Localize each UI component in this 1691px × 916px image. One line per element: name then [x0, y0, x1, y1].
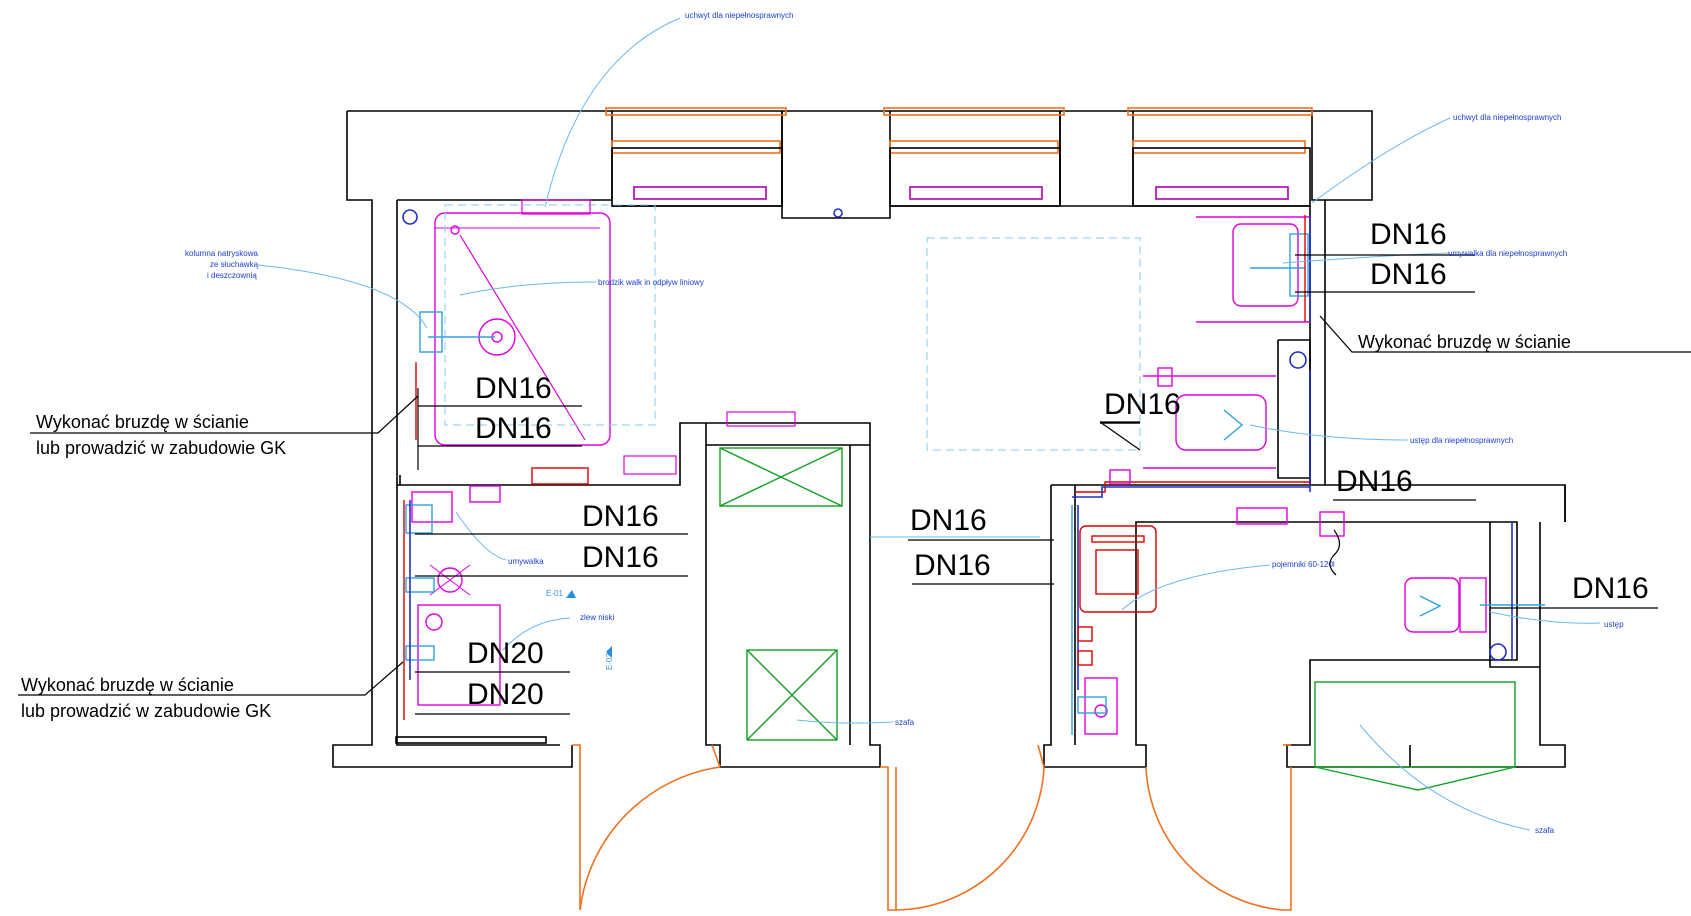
bruzda-note-bottom-1: Wykonać bruzdę w ścianie	[21, 675, 234, 695]
dn-label-11: DN16	[910, 504, 987, 537]
bruzda-note-bottom-2: lub prowadzić w zabudowie GK	[21, 701, 271, 721]
dn-label-3: DN16	[582, 500, 659, 533]
accessible-bathroom	[926, 215, 1311, 492]
waste-room	[1071, 469, 1545, 791]
notes: Wykonać bruzdę w ścianie lub prowadzić w…	[21, 332, 1571, 721]
dn-label-2: DN16	[475, 412, 552, 445]
label-pojemniki: pojemniki 60-120l	[1272, 560, 1335, 569]
dn-label-4: DN16	[582, 541, 659, 574]
bruzda-note-top-2: lub prowadzić w zabudowie GK	[36, 438, 286, 458]
windows	[605, 107, 1313, 218]
label-kolumna-1: kolumna natryskowa	[185, 249, 258, 258]
dn-label-5: DN16	[1104, 388, 1181, 421]
wardrobe-room	[719, 447, 843, 741]
utility-room	[403, 485, 612, 720]
bruzda-note-right: Wykonać bruzdę w ścianie	[1358, 332, 1571, 352]
label-e03: E-03	[605, 653, 614, 670]
dn-label-8: DN20	[467, 678, 544, 711]
dn-label-10: DN16	[1336, 465, 1413, 498]
label-ustep-niep: ustęp dla niepełnosprawnych	[1410, 436, 1513, 445]
label-kolumna-2: ze słuchawką	[210, 260, 259, 269]
label-umywalka-niep: umywalka dla niepełnosprawnych	[1448, 249, 1567, 258]
shower-room	[402, 199, 796, 485]
label-brodzik: brodzik walk in odpływ liniowy	[598, 278, 704, 287]
label-zlew: zlew niski	[580, 613, 614, 622]
label-uchwyt-top: uchwyt dla niepełnosprawnych	[685, 11, 794, 20]
leader-lines	[257, 17, 1601, 831]
dn-label-6: DN16	[1370, 218, 1447, 251]
dn-label-7: DN20	[467, 637, 544, 670]
dn-label-1: DN16	[475, 372, 552, 405]
label-uchwyt-right: uchwyt dla niepełnosprawnych	[1453, 113, 1562, 122]
label-umywalka: umywalka	[508, 557, 544, 566]
label-lines	[18, 254, 1691, 715]
label-kolumna-3: i deszczownią	[207, 271, 257, 280]
label-ustep: ustęp	[1604, 620, 1624, 629]
dn-label-13: DN16	[1572, 572, 1649, 605]
dn-label-12: DN16	[914, 549, 991, 582]
small-labels: uchwyt dla niepełnosprawnych uchwyt dla …	[185, 11, 1624, 835]
label-e01: E-01	[546, 589, 563, 598]
dn-labels: DN16 DN16 DN16 DN16 DN16 DN16 DN20 DN20 …	[467, 218, 1649, 711]
doors	[572, 744, 1292, 911]
label-szafa-1: szafa	[895, 718, 915, 727]
dn-label-9: DN16	[1370, 258, 1447, 291]
label-szafa-2: szafa	[1535, 826, 1555, 835]
bruzda-note-top-1: Wykonać bruzdę w ścianie	[36, 412, 249, 432]
